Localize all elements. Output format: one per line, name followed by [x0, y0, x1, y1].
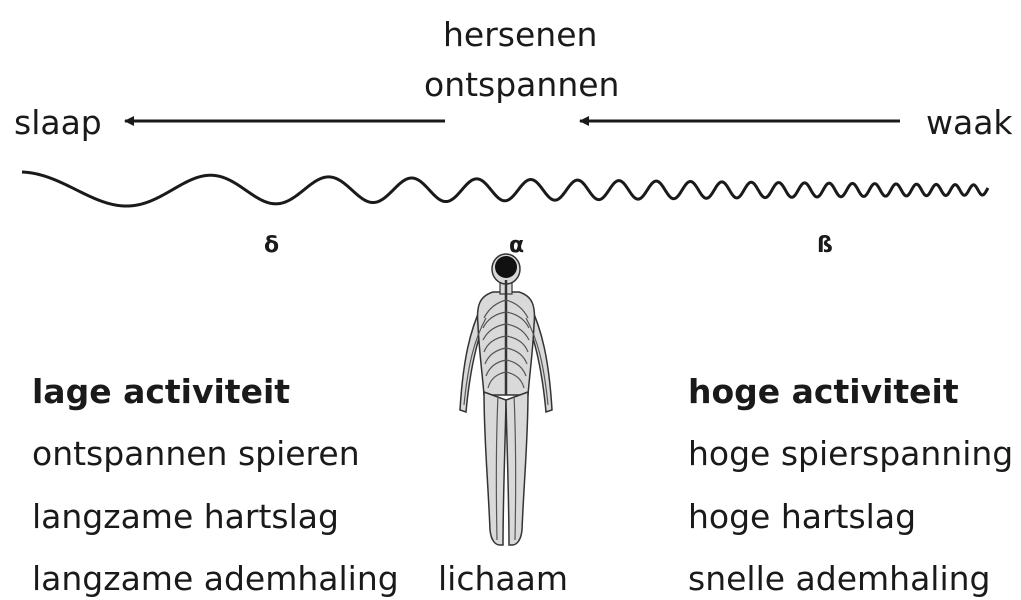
high-activity-item: hoge hartslag [688, 500, 916, 533]
body-label: lichaam [438, 562, 568, 595]
brain-wave [22, 172, 988, 206]
human-figure-icon [460, 254, 552, 545]
high-activity-item: hoge spierspanning [688, 437, 1013, 470]
alpha-wave-label: α [509, 235, 524, 257]
brain-title-line2: ontspannen [424, 68, 619, 101]
low-activity-item: langzame ademhaling [32, 562, 399, 595]
low-activity-title: lage activiteit [32, 375, 290, 408]
wake-label: waak [926, 106, 1013, 139]
high-activity-item: snelle ademhaling [688, 562, 991, 595]
low-activity-item: ontspannen spieren [32, 437, 360, 470]
low-activity-item: langzame hartslag [32, 500, 339, 533]
beta-wave-label: ß [817, 235, 833, 257]
brain-title-line1: hersenen [443, 18, 597, 51]
sleep-label: slaap [14, 106, 102, 139]
high-activity-title: hoge activiteit [688, 375, 959, 408]
delta-wave-label: δ [264, 235, 279, 257]
